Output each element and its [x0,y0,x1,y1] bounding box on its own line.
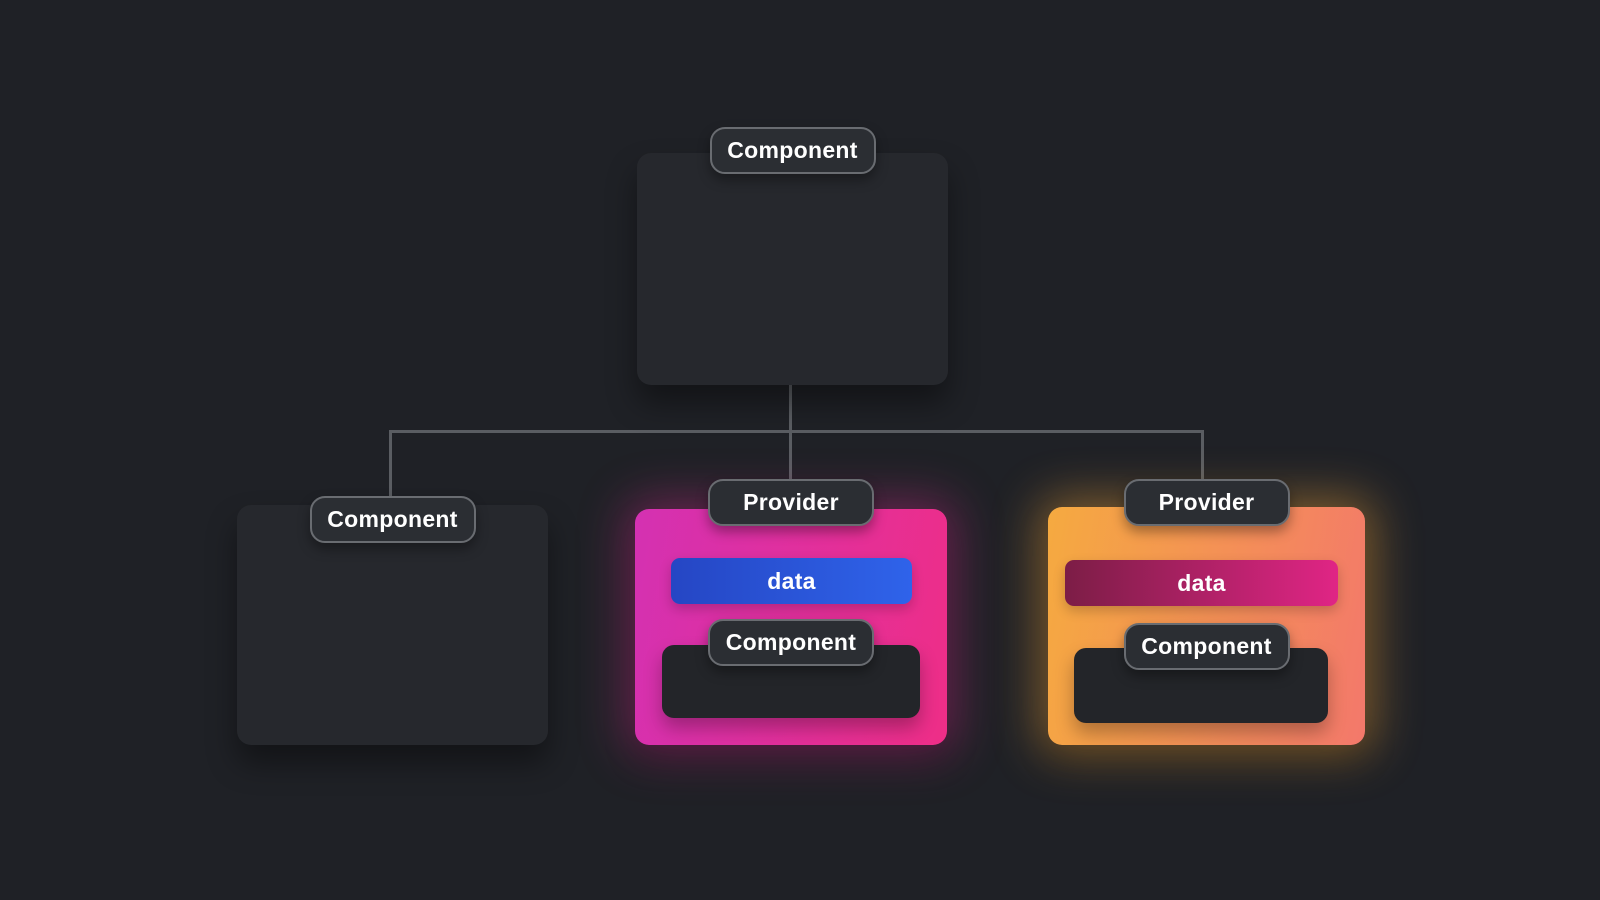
provider-orange-label: Provider [1158,489,1255,515]
nested-component-label-magenta: Component [725,629,857,655]
provider-card-orange: Provider data Component [1048,479,1365,745]
left-component-label: Component [327,506,458,532]
left-component-card: Component [237,496,548,745]
provider-orange-pill: Provider [1123,479,1290,526]
connector-middle-stem [789,430,792,483]
provider-magenta-label: Provider [743,489,839,515]
provider-card-magenta: Provider data Component [635,479,947,745]
data-bar-blue: data [671,558,912,604]
left-component-pill: Component [309,496,476,543]
connector-root-stem [789,383,792,432]
root-component-pill: Component [709,127,876,174]
data-bar-maroon: data [1065,560,1338,606]
data-bar-blue-label: data [767,567,816,594]
connector-right-stem [1201,430,1204,483]
provider-magenta-pill: Provider [708,479,874,526]
nested-component-label-orange: Component [1141,633,1272,659]
nested-component-pill-magenta: Component [708,619,874,666]
root-component-label: Component [727,137,858,163]
data-bar-maroon-label: data [1177,569,1226,596]
connector-left-stem [389,430,392,500]
root-component-card: Component [637,127,948,385]
connector-horizontal-bar [389,430,1204,433]
nested-component-pill-orange: Component [1123,623,1290,670]
